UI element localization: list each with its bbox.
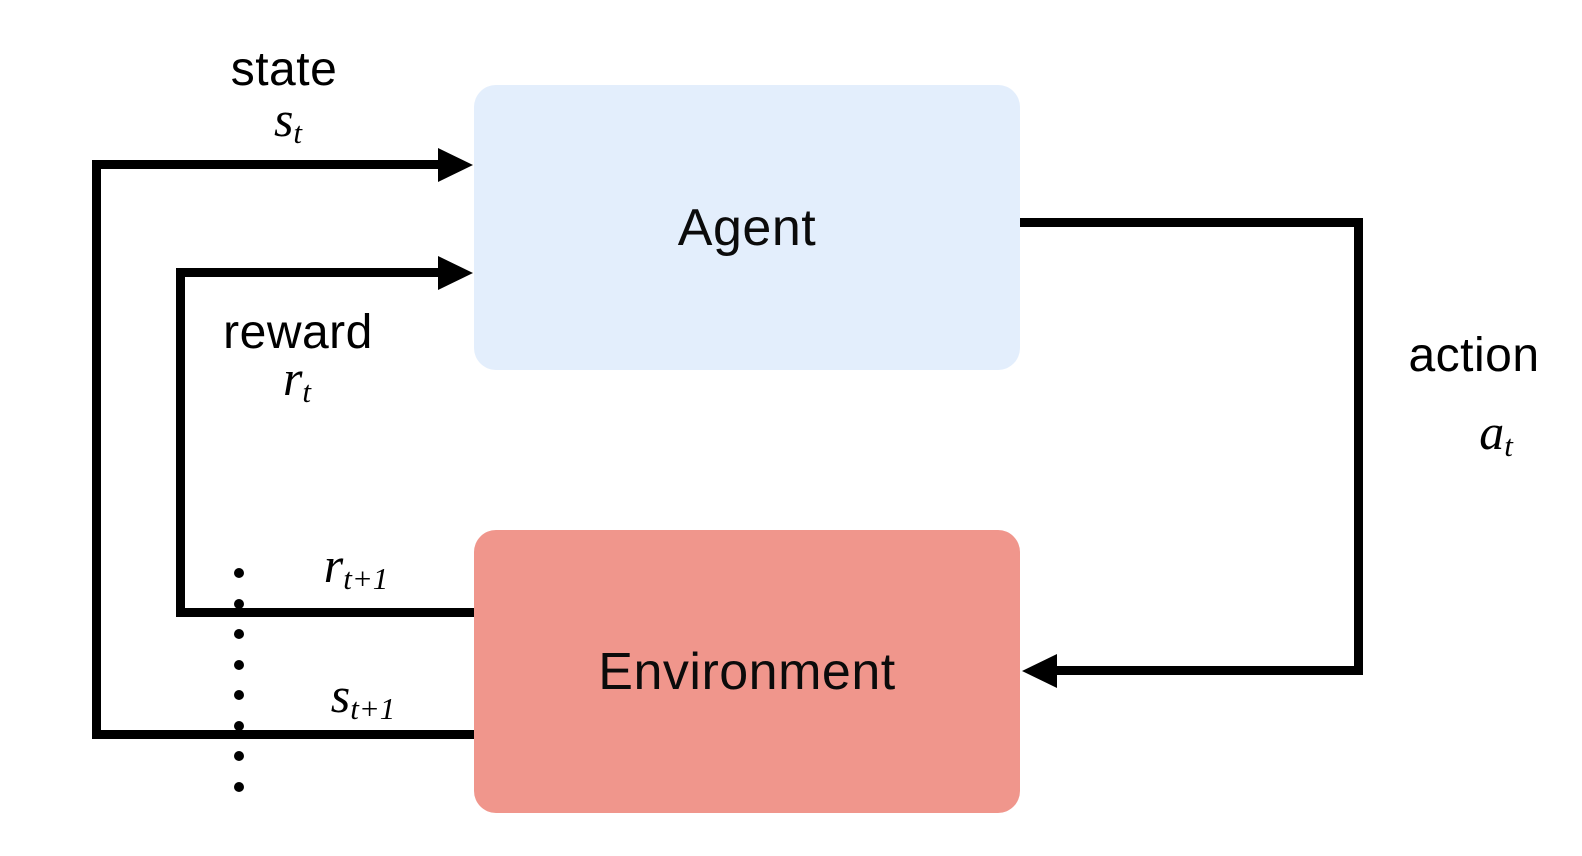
next-reward-line bbox=[176, 608, 474, 617]
next-state-line bbox=[92, 730, 474, 739]
action-line-vertical bbox=[1354, 218, 1363, 675]
state-loop-vertical-line bbox=[92, 160, 101, 739]
state-symbol-base: s bbox=[273, 91, 294, 147]
dot bbox=[234, 629, 244, 639]
agent-box: Agent bbox=[474, 85, 1020, 370]
reward-arrowhead-icon bbox=[438, 256, 473, 290]
state-arrow-line bbox=[92, 160, 440, 169]
reward-symbol-sub: t bbox=[302, 373, 312, 409]
dot bbox=[234, 598, 244, 609]
dot bbox=[234, 720, 244, 731]
state-symbol-label: st bbox=[188, 91, 388, 148]
action-word-label: action bbox=[1408, 329, 1540, 382]
state-arrowhead-icon bbox=[438, 148, 473, 182]
reward-word-label: reward bbox=[223, 306, 373, 359]
reward-symbol-base: r bbox=[282, 350, 303, 406]
reward-arrow-line bbox=[176, 268, 440, 277]
next-reward-symbol-label: rt+1 bbox=[256, 537, 456, 594]
action-line-bottom bbox=[1057, 666, 1363, 675]
dot bbox=[234, 568, 244, 578]
dot bbox=[234, 690, 244, 700]
action-symbol-label: at bbox=[1396, 404, 1582, 461]
dot bbox=[234, 659, 244, 670]
next-reward-symbol-sub: t+1 bbox=[343, 560, 389, 596]
state-symbol-sub: t bbox=[293, 114, 303, 150]
next-state-symbol-sub: t+1 bbox=[350, 690, 396, 726]
environment-label: Environment bbox=[598, 642, 896, 701]
action-symbol-base: a bbox=[1479, 404, 1505, 460]
time-step-dotted-line bbox=[234, 568, 244, 792]
reward-loop-vertical-line bbox=[176, 268, 185, 617]
reward-symbol-label: rt bbox=[197, 350, 397, 407]
agent-label: Agent bbox=[677, 198, 817, 257]
dot bbox=[234, 781, 244, 792]
action-line-top bbox=[1020, 218, 1363, 227]
state-word-label: state bbox=[230, 43, 338, 96]
next-reward-symbol-base: r bbox=[323, 537, 344, 593]
action-symbol-sub: t bbox=[1504, 427, 1513, 463]
next-state-symbol-label: st+1 bbox=[263, 667, 463, 724]
next-state-symbol-base: s bbox=[330, 667, 351, 723]
environment-box: Environment bbox=[474, 530, 1020, 813]
dot bbox=[234, 751, 244, 761]
action-arrowhead-icon bbox=[1022, 654, 1057, 688]
